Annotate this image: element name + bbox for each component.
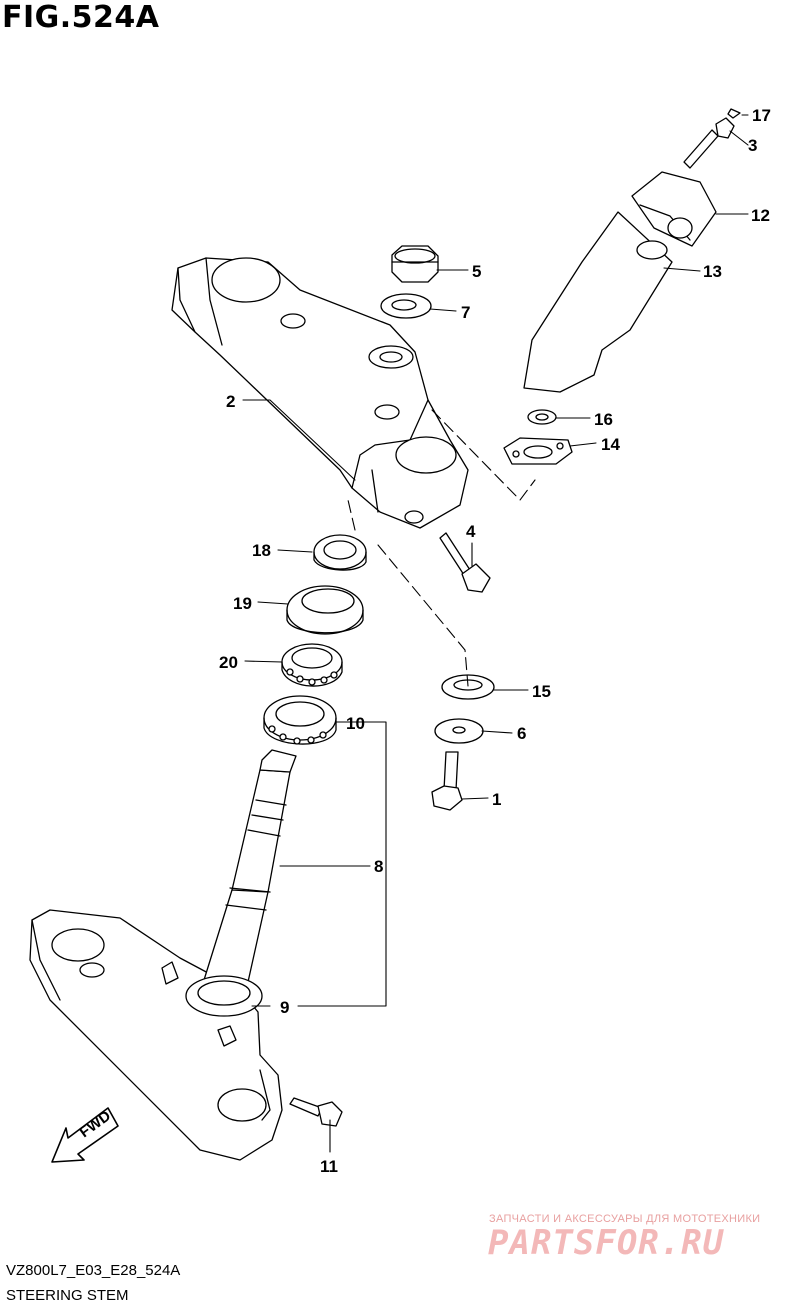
bolt-1 — [431, 751, 463, 811]
cap-12 — [631, 171, 717, 247]
washer-6 — [434, 718, 484, 744]
clip-17 — [727, 108, 741, 119]
nut-18 — [313, 534, 367, 571]
arrow-forward-icon — [51, 1107, 119, 1163]
bearing-20 — [281, 643, 343, 687]
upper-bracket — [171, 257, 469, 529]
plate-14 — [503, 437, 573, 465]
callout-2: 2 — [226, 392, 235, 411]
callout-16: 16 — [594, 410, 613, 429]
dust-seal-9 — [185, 975, 263, 1017]
figure-code: VZ800L7_E03_E28_524A — [6, 1262, 181, 1279]
stem-nut — [391, 245, 439, 283]
callout-13: 13 — [703, 262, 722, 281]
bearing-10 — [263, 695, 337, 745]
callout-3: 3 — [748, 136, 757, 155]
washer-15 — [441, 674, 495, 700]
callout-7: 7 — [461, 303, 470, 322]
watermark-logo: PARTSFOR.RU — [488, 1223, 725, 1263]
bolt-11 — [289, 1097, 343, 1127]
callout-1: 1 — [492, 790, 501, 809]
seal-19 — [286, 585, 364, 635]
callout-6: 6 — [517, 724, 526, 743]
figure-caption: STEERING STEM — [6, 1287, 129, 1304]
bolt-4 — [439, 532, 491, 593]
callout-12: 12 — [751, 206, 770, 225]
alignment-lines — [347, 409, 536, 687]
callout-17: 17 — [752, 106, 771, 125]
figure-title: FIG.524A — [2, 0, 160, 35]
callout-4: 4 — [466, 522, 476, 541]
callout-15: 15 — [532, 682, 551, 701]
callout-20: 20 — [219, 653, 238, 672]
watermark-tagline: ЗАПЧАСТИ И АКСЕССУАРЫ ДЛЯ МОТОТЕХНИКИ — [489, 1213, 761, 1225]
stem-washer — [380, 293, 432, 319]
steering-stem — [29, 749, 297, 1161]
callout-19: 19 — [233, 594, 252, 613]
callout-14: 14 — [601, 435, 620, 454]
cover-13 — [523, 211, 673, 393]
callout-5: 5 — [472, 262, 481, 281]
callout-8: 8 — [374, 857, 383, 876]
washer-16 — [527, 409, 557, 425]
callout-18: 18 — [252, 541, 271, 560]
callout-10: 10 — [346, 714, 365, 733]
leader-lines — [242, 114, 749, 1153]
callout-labels: 17 3 12 13 5 7 2 16 14 4 18 19 20 10 15 … — [219, 106, 771, 1176]
callout-11: 11 — [320, 1157, 338, 1176]
bolt-3 — [683, 117, 735, 169]
callout-9: 9 — [280, 998, 289, 1017]
